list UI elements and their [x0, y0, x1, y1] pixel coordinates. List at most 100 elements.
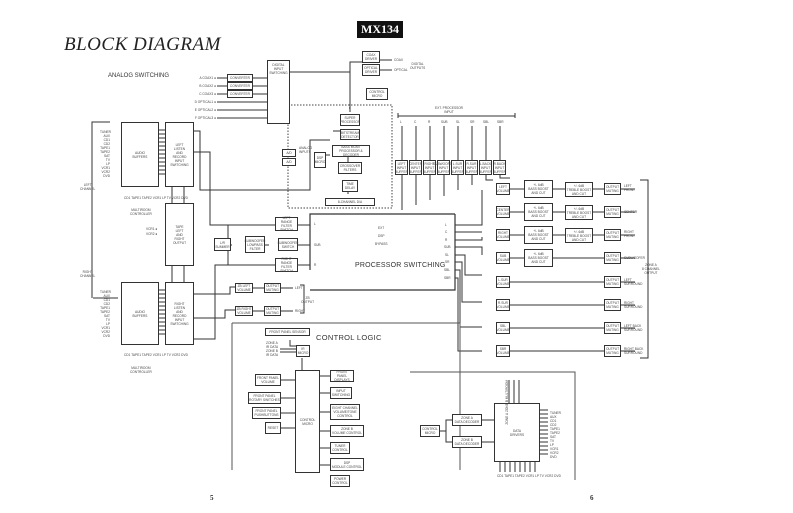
control-micro-block: CONTROL MICRO	[295, 370, 320, 473]
zone-b-data-decoder: ZONE B DATA DECODER	[452, 436, 482, 448]
right-channel-label: RIGHT CHANNEL	[80, 270, 96, 278]
volume-block: LEFT VOLUME	[496, 183, 510, 195]
output-jack-label: LEFT FRONT	[624, 184, 635, 192]
digital-input-switching-block: DIGITAL INPUT SWITCHING	[267, 60, 290, 124]
bass-boost-block: +/- 6dB BASS BOOST AND CUT	[524, 180, 553, 198]
input-buffer: L.BACK INPUT BUFFER	[479, 160, 492, 175]
volume-block: SUB VOLUME	[496, 252, 510, 264]
left-range-filter-switch: LEFT RANGE FILTER SWITCH	[275, 216, 298, 232]
volume-block: RIGHT VOLUME	[496, 229, 510, 241]
left-channel-label: LEFT CHANNEL	[80, 183, 96, 191]
control-right-block: ZONE B VOLUME CONTROL	[330, 425, 364, 437]
volume-block: L.SUR VOLUME	[496, 276, 510, 288]
digital-input-label: B COAX2 ●	[199, 84, 216, 88]
ext-input-jack: SL	[456, 120, 460, 124]
processor-out-port: SUB	[444, 245, 451, 249]
output-jack-label: RIGHT BACK SURROUND	[624, 347, 644, 355]
treble-boost-block: +/- 6dB TREBLE BOOST AND CUT	[565, 228, 593, 243]
digital-input-label: E OPTICAL2 ●	[194, 108, 216, 112]
right-listen-record-switching: RIGHT LISTEN AND RECORD INPUT SWITCHING	[165, 282, 194, 345]
input-buffer: R.BACK INPUT BUFFER	[493, 160, 506, 175]
input-buffer: SUBWOOFER INPUT BUFFER	[433, 160, 454, 175]
output-jack-label: LEFT BACK SURROUND	[624, 324, 643, 332]
control-left-block: RESET	[265, 422, 281, 434]
control-right-block: POWER CONTROL	[330, 475, 350, 487]
coax-driver-block: COAX DRIVER	[362, 51, 380, 63]
digital-input-label: A COAX1 ●	[199, 76, 216, 80]
output-jack-label: RIGHT SURROUND	[624, 301, 643, 309]
zone-a-output-label: ZONE A 8 CHANNEL OUTPUT	[642, 263, 660, 275]
switch-ext: EXT	[378, 226, 385, 230]
processor-out-port: SBL	[444, 268, 451, 272]
ext-input-jack: R	[428, 120, 431, 124]
output-jack-label: LEFT SURROUND	[624, 278, 643, 286]
vcr2-input: VCR2 ●	[146, 232, 158, 236]
super-processor-block: SUPER PROCESSOR	[339, 114, 361, 126]
converter-block: CONVERTER	[227, 90, 253, 98]
processor-out-port: R	[445, 238, 448, 242]
output-jack-label: CENTER	[624, 210, 638, 214]
switch-dsp: DSP	[378, 234, 385, 238]
input-buffer: LEFT INPUT BUFFER	[395, 160, 408, 175]
control-left-block: FRONT PANEL VOLUME	[255, 374, 281, 386]
bass-boost-block: +/- 6dB BASS BOOST AND CUT	[524, 249, 553, 267]
zb-right-volume: ZB RIGHT VOLUME	[235, 306, 253, 316]
processor-in-port: SUB	[314, 243, 321, 247]
input-buffer: R.SUR INPUT BUFFER	[465, 160, 478, 175]
time-delay-block: TIME DELAY	[342, 180, 358, 192]
left-audio-buffers: AUDIO BUFFERS	[121, 122, 159, 187]
right-multiroom-controller-label: MULTIROOM CONTROLLER	[130, 366, 152, 374]
processor-in-port: L	[314, 222, 316, 226]
treble-boost-block: +/- 6dB TREBLE BOOST AND CUT	[565, 182, 593, 197]
page-title: BLOCK DIAGRAM	[64, 34, 221, 55]
bass-boost-block: +/- 6dB BASS BOOST AND CUT	[524, 226, 553, 244]
output-muting-block: OUTPUT MUTING	[604, 299, 621, 311]
vcr1-input: VCR1 ●	[146, 227, 158, 231]
control-right-block: DSP MODULE CONTROL	[330, 458, 364, 471]
right-range-filter-switch: RIGHT RANGE FILTER SWITCH	[275, 257, 298, 273]
right-audio-buffers: AUDIO BUFFERS	[121, 282, 159, 345]
dsp-module-boundary	[287, 104, 393, 209]
coax-output-label: COAX	[394, 58, 404, 62]
zb-left-volume: ZB LEFT VOLUME	[235, 283, 253, 293]
subwoofer-lowpass-filter: SUBWOOFER LOWPASS FILTER	[245, 236, 265, 253]
control-left-block: FRONT PANEL PUSHBUTTONS	[252, 407, 281, 419]
ext-input-jack: C	[414, 120, 417, 124]
digital-outputs-label: DIGITAL OUTPUTS	[410, 62, 426, 70]
optical-output-label: OPTICAL	[394, 68, 408, 72]
analog-inputs-label: ANALOG INPUTS	[299, 146, 313, 154]
lr-summer-block: L/R SUMMER	[214, 238, 231, 251]
output-jack-label: RIGHT FRONT	[624, 230, 635, 238]
output-muting-block: OUTPUT MUTING	[604, 276, 621, 288]
control-micro-block: CONTROL MICRO	[366, 88, 388, 100]
bass-boost-block: +/- 6dB BASS BOOST AND CUT	[524, 203, 553, 221]
ext-input-jack: SBL	[483, 120, 490, 124]
converter-block: CONVERTER	[227, 74, 253, 82]
switch-bypass: BYPASS	[375, 242, 388, 246]
control-right-block: INPUT SWITCHING	[330, 387, 352, 399]
input-buffer: RIGHT INPUT BUFFER	[423, 160, 436, 175]
processor-out-port: C	[445, 230, 448, 234]
control-logic-heading: CONTROL LOGIC	[316, 333, 382, 342]
bitstream-detector-block: BITSTREAM DETECTOR	[340, 129, 360, 140]
output-jack-label: SUBWOOFER	[624, 256, 645, 260]
processor-switching-label: PROCESSOR SWITCHING	[355, 262, 446, 269]
zb-left-muting: OUTPUT MUTING	[264, 283, 281, 293]
output-muting-block: OUTPUT MUTING	[604, 252, 621, 264]
dsp-micro-block: DSP MICRO	[314, 152, 326, 168]
zb-right-muting: OUTPUT MUTING	[264, 306, 281, 316]
treble-boost-block: +/- 6dB TREBLE BOOST AND CUT	[565, 205, 593, 220]
crossover-filters-block: CROSSOVER FILTERS	[338, 162, 362, 174]
output-muting-block: OUTPUT MUTING	[604, 229, 621, 241]
output-muting-block: OUTPUT MUTING	[604, 322, 621, 334]
digital-input-label: C COAX3 ●	[199, 92, 216, 96]
ir-data-inputs: ZONE A IR DATA ZONE B IR DATA	[266, 341, 279, 357]
ext-input-jack: SUB	[441, 120, 448, 124]
decoder-block: BASS MGMT PROCESSOR & DECODER	[332, 145, 370, 157]
left-listen-record-switching: LEFT LISTEN AND RECORD INPUT SWITCHING	[165, 122, 194, 187]
volume-block: R.SUR VOLUME	[496, 299, 510, 311]
page-number-right: 6	[590, 494, 594, 502]
adc-right-block: A/D	[282, 158, 296, 166]
